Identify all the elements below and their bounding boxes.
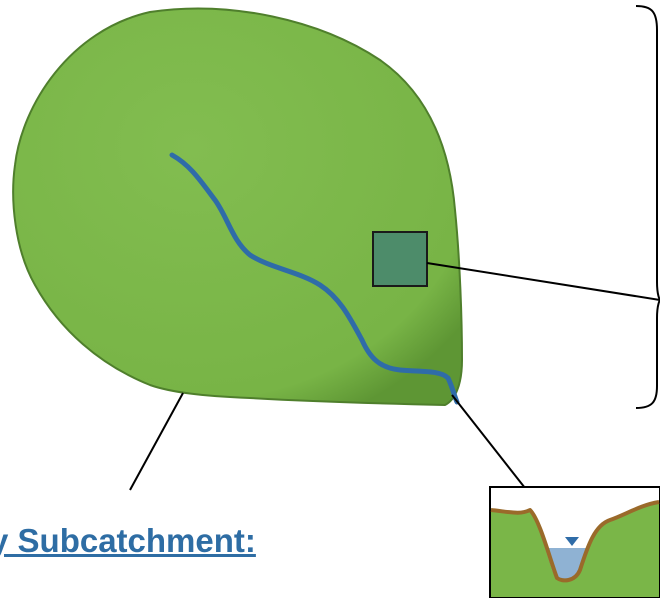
water-level-marker-icon (565, 537, 579, 546)
caption-leader-line (129, 392, 184, 491)
subcatchment-area (12, 7, 464, 407)
river-channel (169, 152, 460, 405)
cross-section-ground (491, 502, 659, 597)
right-brace (635, 5, 660, 409)
outlet-leader-line (451, 394, 526, 489)
channel-cross-section (489, 486, 660, 598)
cell-leader-line (426, 262, 660, 301)
grid-cell-square (372, 231, 428, 287)
subcatchment-caption: y Subcatchment: (0, 522, 256, 559)
channel-bank-line (490, 500, 660, 583)
